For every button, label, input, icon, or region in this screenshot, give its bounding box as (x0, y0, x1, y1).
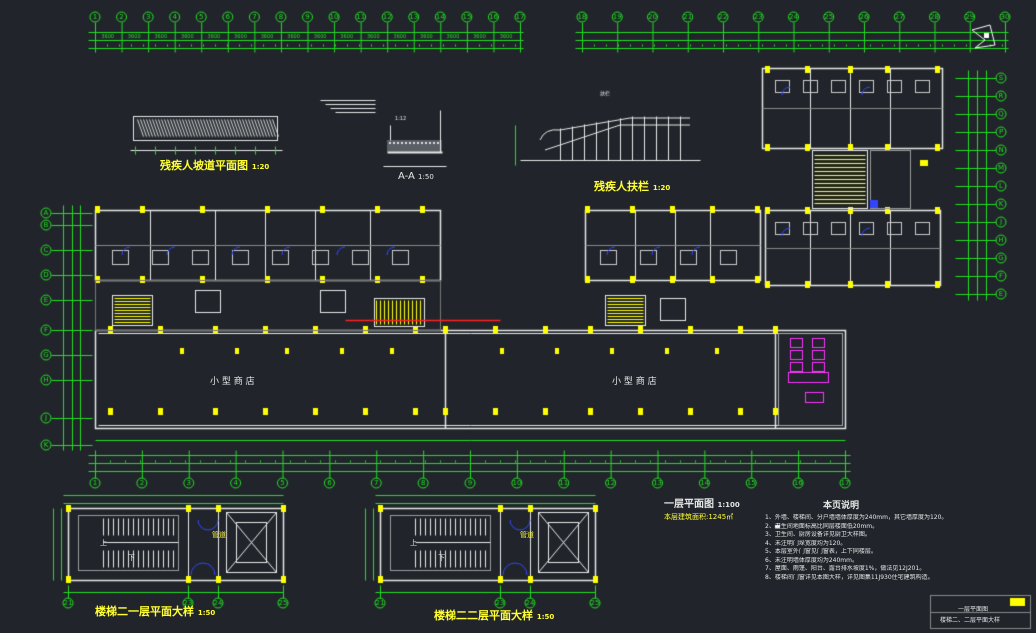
ramp-plan-title: 残疾人坡道平面图 (160, 159, 248, 172)
access-rail-title: 残疾人扶栏 (594, 180, 649, 193)
note-line: 7、屋面、雨篷、阳台、露台排水坡度1%，做法见12J201。 (765, 565, 926, 572)
main-plan-subtitle: 本层建筑面积:1245㎡ (664, 513, 734, 521)
main-plan-scale: 1:100 (717, 501, 740, 509)
stair2-down-label: 下 (438, 554, 445, 562)
stair-detail-1-title: 楼梯二一层平面大样 (95, 605, 194, 618)
section-aa-title: A-A (398, 171, 415, 182)
notes-list: 1、外墙、楼梯间、分户墙墙体厚度为240mm，其它墙厚度为120。 2、卫生间地… (765, 514, 1030, 582)
note-line: 3、卫生间、厨房设备详见厨卫大样图。 (765, 531, 871, 538)
ramp-plan-scale: 1:20 (251, 163, 270, 171)
notes-title: 本页说明 (823, 501, 860, 511)
stair-detail-1-scale: 1:50 (197, 609, 216, 617)
note-line: 6、未注明墙体厚度均为240mm。 (765, 556, 858, 564)
stair-detail-2-scale: 1:50 (536, 613, 555, 621)
title-block-line-1: 一层平面图 (958, 606, 989, 613)
stair1-down-label: 下 (128, 554, 135, 562)
main-plan-title: 一层平面图 (664, 499, 714, 510)
stair2-duct-label: 管道 (520, 531, 534, 539)
stair1-duct-label: 管道 (212, 531, 226, 539)
note-line: 2、卫生间地面标高比同层楼面低20mm。 (765, 522, 879, 530)
access-rail-scale: 1:20 (652, 184, 671, 192)
title-block-line-2: 楼梯二、二层平面大样 (940, 617, 1001, 624)
note-line: 1、外墙、楼梯间、分户墙墙体厚度为240mm，其它墙厚度为120。 (765, 514, 948, 521)
note-line: 4、未注明门垛宽度均为120。 (765, 539, 847, 547)
note-line: 5、本层室外门窗见门窗表，上下同楼层。 (765, 548, 877, 555)
stair2-up-label: 上 (410, 539, 417, 547)
stair1-up-label: 上 (100, 539, 107, 547)
shop-left-label: 小 型 商 店 (210, 377, 255, 387)
section-aa-scale: 1:50 (418, 173, 434, 181)
stair-detail-2-title: 楼梯二二层平面大样 (434, 609, 533, 622)
shop-right-label: 小 型 商 店 (612, 377, 657, 387)
note-line: 8、楼梯间门窗详见本图大样，详见图集11J930住宅建筑构造。 (765, 573, 934, 581)
